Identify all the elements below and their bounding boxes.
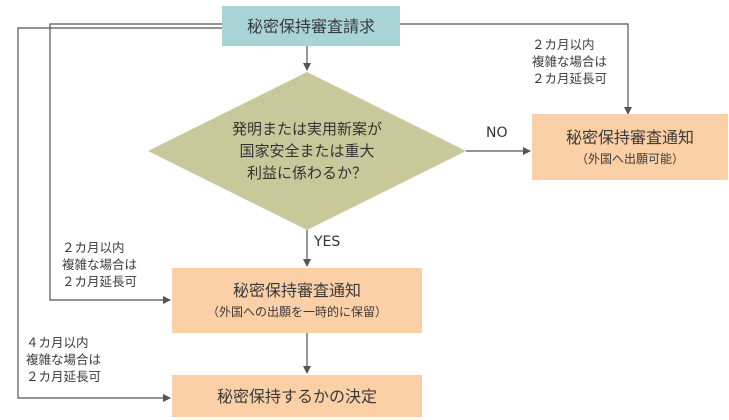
note-middle-line-1: ２カ月以内 (62, 240, 125, 255)
decision-line-3: 利益に係わるか？ (246, 164, 367, 182)
notice-middle-title: 秘密保持審査通知 (232, 281, 361, 300)
notice-right-title: 秘密保持審査通知 (565, 127, 694, 147)
decision-line-2: 国家安全または重大 (239, 142, 375, 160)
note-middle-line-2: 複雑な場合は (62, 257, 138, 272)
note-middle-line-3: ２カ月延長可 (62, 274, 138, 289)
note-right-line-3: ２カ月延長可 (532, 71, 608, 86)
request-box: 秘密保持審査請求 (222, 6, 400, 46)
note-bottom-line-2: 複雑な場合は (26, 352, 102, 367)
note-bottom-line-3: ２カ月延長可 (26, 369, 102, 384)
request-title: 秘密保持審査請求 (246, 16, 375, 36)
final-title: 秘密保持するかの決定 (216, 386, 377, 406)
connector-request-to-middle-notice (49, 23, 222, 304)
decision-text: 発明または実用新案が 国家安全または重大 利益に係わるか？ (190, 118, 424, 184)
note-middle: ２カ月以内 複雑な場合は ２カ月延長可 (62, 239, 137, 290)
edge-label-no: NO (486, 125, 508, 141)
decision-line-1: 発明または実用新案が (231, 120, 382, 138)
notice-middle-box: 秘密保持審査通知 （外国への出願を一時的に保留） (172, 268, 422, 333)
connector-request-to-right-notice (400, 23, 632, 115)
decision-diamond (148, 72, 466, 230)
edge-label-yes: YES (314, 234, 341, 250)
note-right-line-1: ２カ月以内 (532, 37, 595, 52)
note-bottom-line-1: ４カ月以内 (26, 335, 89, 350)
notice-right-box: 秘密保持審査通知 （外国へ出願可能） (532, 114, 728, 180)
note-bottom: ４カ月以内 複雑な場合は ２カ月延長可 (26, 334, 101, 385)
note-right-line-2: 複雑な場合は (532, 54, 608, 69)
note-right: ２カ月以内 複雑な場合は ２カ月延長可 (532, 36, 607, 87)
final-box: 秘密保持するかの決定 (172, 375, 422, 417)
notice-right-sub: （外国へ出願可能） (575, 151, 684, 166)
notice-middle-sub: （外国への出願を一時的に保留） (206, 305, 387, 319)
connector-request-to-final (17, 27, 222, 402)
